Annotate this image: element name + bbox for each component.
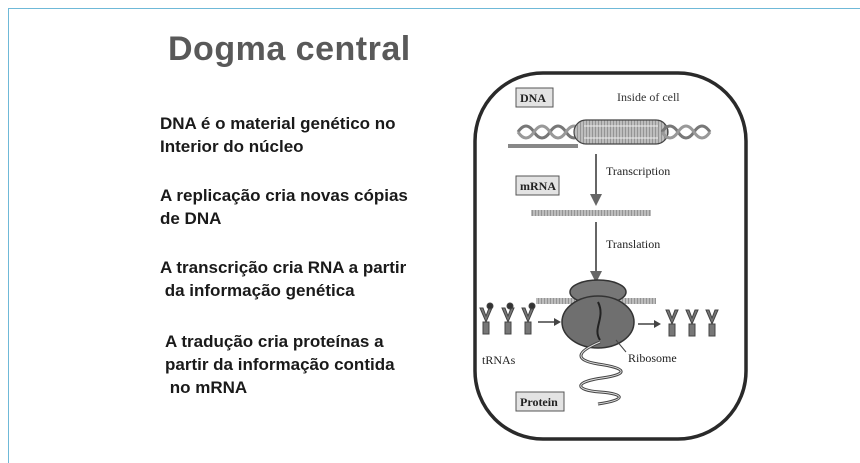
translation-label: Translation <box>606 237 660 251</box>
slide-title: Dogma central <box>168 30 411 68</box>
mrna-strand <box>531 210 651 216</box>
cell-membrane <box>473 71 748 441</box>
trnas-left <box>479 302 536 335</box>
protein-label: Protein <box>520 395 558 409</box>
dna-label-box <box>515 87 554 108</box>
mrna-label: mRNA <box>520 179 556 193</box>
bullet-transcription: A transcrição cria RNA a partir da infor… <box>160 258 407 300</box>
ribosome <box>561 279 635 349</box>
trnas-right <box>665 309 719 337</box>
slide-frame-left <box>8 8 9 463</box>
bullet-translation: A tradução cria proteínas a partir da in… <box>165 332 395 397</box>
bullet-dna: DNA é o material genético no Interior do… <box>160 114 396 156</box>
bullet-replication: A replicação cria novas cópias de DNA <box>160 186 408 228</box>
central-dogma-diagram: DNA Inside of cell Transcription mRNA <box>466 70 756 445</box>
transcription-label: Transcription <box>606 164 670 178</box>
protein-label-box <box>515 391 565 412</box>
dna-helix <box>508 119 712 148</box>
slide-frame-top <box>8 8 860 9</box>
mrna-label-box <box>515 175 560 196</box>
dna-label: DNA <box>520 91 546 105</box>
inside-of-cell-label: Inside of cell <box>617 90 680 104</box>
ribosome-label: Ribosome <box>628 351 677 365</box>
trnas-label: tRNAs <box>482 353 516 367</box>
